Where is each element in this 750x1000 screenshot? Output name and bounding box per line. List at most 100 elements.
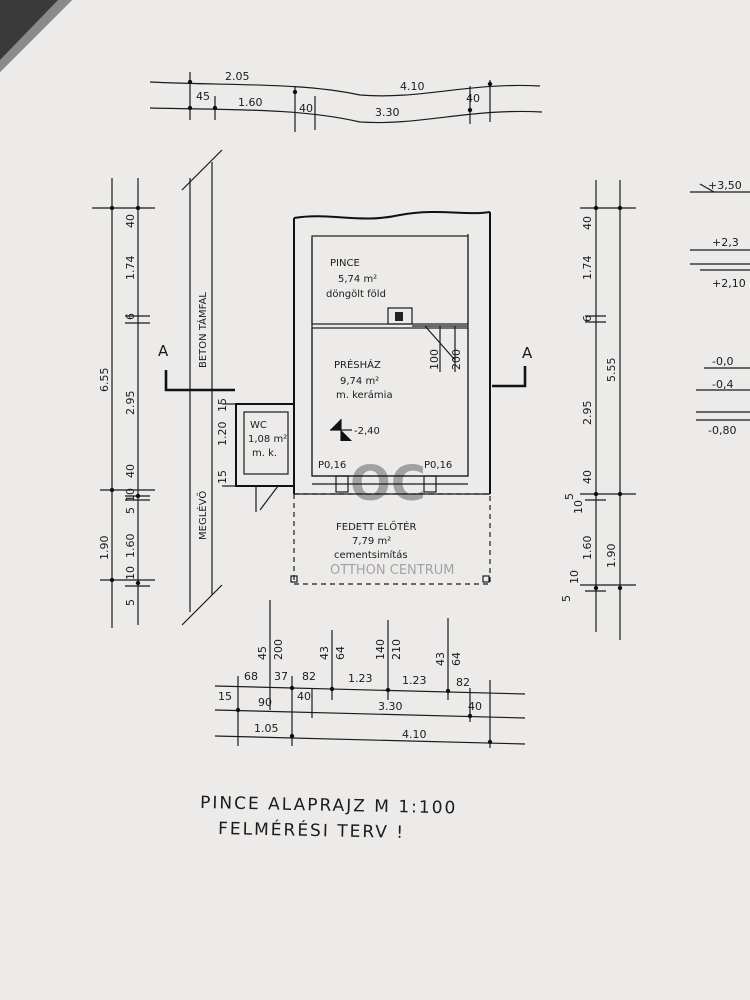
left-seg-1-60: 1.60 <box>124 534 137 559</box>
left-seg-40: 40 <box>124 214 137 228</box>
elevation-3: +2,10 <box>712 277 746 290</box>
wc-dim-1-20: 1.20 <box>216 422 229 447</box>
left-seg-6: 6 <box>124 313 137 320</box>
bottom-row1-68: 68 <box>244 670 258 683</box>
top-dim-3-30: 3.30 <box>375 106 400 119</box>
bottom-row3-1-05: 1.05 <box>254 722 279 735</box>
caption: PINCE ALAPRAJZ M 1:100 FELMÉRÉSI TERV ! <box>200 793 458 843</box>
eloter-floor: cementsimítás <box>334 549 408 561</box>
paper-shadow-edge <box>0 0 72 72</box>
right-seg-6: 6 <box>581 315 594 322</box>
section-a-right-label: A <box>522 344 533 362</box>
bottom-vdim-200: 200 <box>272 639 285 660</box>
top-dim-40-right: 40 <box>466 92 480 105</box>
right-seg-5b: 5 <box>560 595 573 602</box>
wc-dim-15b: 15 <box>216 470 229 484</box>
elevation-6: -0,80 <box>708 424 736 437</box>
elevation-marks: +3,50 +2,3 +2,10 -0,0 -0,4 -0,80 <box>690 179 750 437</box>
left-seg-5b: 5 <box>124 599 137 606</box>
bottom-row3-4-10: 4.10 <box>402 728 427 741</box>
beton-tamfal-label: BETON TÁMFAL <box>196 292 209 368</box>
bottom-dimension-chain: 45 200 43 64 140 210 43 64 68 37 82 1.23… <box>214 600 526 748</box>
bottom-row2-3-30: 3.30 <box>378 700 403 713</box>
bottom-row2-40a: 40 <box>297 690 311 703</box>
bottom-vdim-64a: 64 <box>334 646 347 660</box>
caption-title: PINCE ALAPRAJZ M 1:100 <box>200 793 458 818</box>
right-seg-1-60: 1.60 <box>581 536 594 561</box>
room-pince: PINCE 5,74 m² döngölt föld <box>311 235 469 325</box>
eloter-area: 7,79 m² <box>352 536 391 547</box>
elevation-2: +2,3 <box>712 236 739 249</box>
left-dim-1-90: 1.90 <box>98 536 111 561</box>
bottom-row1-1-23b: 1.23 <box>402 674 427 687</box>
bottom-row1-82b: 82 <box>456 676 470 689</box>
right-seg-10: 10 <box>572 500 585 514</box>
room-eloter: FEDETT ELŐTÉR 7,79 m² cementsimítás <box>290 493 491 585</box>
right-seg-40b: 40 <box>581 470 594 484</box>
wc-area: 1,08 m² <box>248 434 287 445</box>
level-value: -2,40 <box>354 426 380 437</box>
bottom-row2-15: 15 <box>218 690 232 703</box>
right-seg-5: 5 <box>563 493 576 500</box>
pillar-left-label: P0,16 <box>318 460 346 471</box>
elevation-5: -0,4 <box>712 378 733 391</box>
right-seg-10b: 10 <box>568 570 581 584</box>
left-seg-10b: 10 <box>124 566 137 580</box>
preshaz-area: 9,74 m² <box>340 376 379 387</box>
top-dim-45: 45 <box>196 90 210 103</box>
eloter-name: FEDETT ELŐTÉR <box>336 519 416 533</box>
left-seg-1-74: 1.74 <box>124 256 137 281</box>
pince-floor: döngölt föld <box>326 289 386 300</box>
top-dim-2-05: 2.05 <box>225 70 250 83</box>
top-dim-1-60: 1.60 <box>238 96 263 109</box>
left-dimension-chain: 6.55 1.90 40 1.74 6 2.95 40 10 5 1.60 10… <box>92 178 155 628</box>
preshaz-name: PRÉSHÁZ <box>334 358 381 371</box>
left-dim-6-55: 6.55 <box>98 368 111 393</box>
bottom-row1-37: 37 <box>274 670 288 683</box>
door-dim-100: 100 <box>428 349 441 370</box>
top-dim-4-10: 4.10 <box>400 80 425 93</box>
caption-subtitle: FELMÉRÉSI TERV ! <box>218 817 405 843</box>
pince-name: PINCE <box>330 258 360 269</box>
section-marker-right: A <box>492 344 533 388</box>
bottom-row1-1-23a: 1.23 <box>348 672 373 685</box>
pillar-right-label: P0,16 <box>424 460 452 471</box>
bottom-vdim-43a: 43 <box>318 646 331 660</box>
bottom-row2-40b: 40 <box>468 700 482 713</box>
wc-name: WC <box>250 420 267 431</box>
watermark-text: OTTHON CENTRUM <box>330 563 454 578</box>
section-marker-left: A <box>158 342 235 392</box>
top-dimension-chain: 2.05 4.10 45 1.60 40 3.30 40 <box>149 70 543 132</box>
section-a-left-label: A <box>158 342 169 360</box>
left-seg-10: 10 <box>124 488 137 502</box>
right-dimension-chain: 40 1.74 6 2.95 40 5 10 1.60 10 5 5.55 1.… <box>560 180 636 640</box>
bottom-vdim-210: 210 <box>390 639 403 660</box>
right-dim-5-55: 5.55 <box>605 358 618 383</box>
left-seg-2-95: 2.95 <box>124 391 137 416</box>
retaining-wall: BETON TÁMFAL MEGLÉVŐ <box>181 149 223 626</box>
room-wc: WC 1,08 m² m. k. 15 1.20 15 <box>216 398 295 512</box>
right-seg-40: 40 <box>581 216 594 230</box>
right-dim-1-90: 1.90 <box>605 544 618 569</box>
left-seg-5: 5 <box>124 507 137 514</box>
door-dim-200: 200 <box>450 349 463 370</box>
elevation-4: -0,0 <box>712 355 733 368</box>
room-preshaz: 100 200 PRÉSHÁZ 9,74 m² m. kerámia -2,40… <box>294 325 490 495</box>
top-dim-40-left: 40 <box>299 102 313 115</box>
bottom-vdim-45: 45 <box>256 646 269 660</box>
right-seg-1-74: 1.74 <box>581 256 594 281</box>
bottom-row1-82a: 82 <box>302 670 316 683</box>
level-marker: -2,40 <box>330 419 380 441</box>
right-seg-2-95: 2.95 <box>581 401 594 426</box>
wc-floor: m. k. <box>252 448 277 459</box>
wc-dim-15a: 15 <box>216 398 229 412</box>
left-seg-40b: 40 <box>124 464 137 478</box>
watermark-logo: OC <box>350 456 426 512</box>
watermark: OC OTTHON CENTRUM <box>330 456 454 578</box>
preshaz-floor: m. kerámia <box>336 389 393 401</box>
bottom-vdim-43b: 43 <box>434 652 447 666</box>
elevation-1: +3,50 <box>708 179 742 192</box>
bottom-vdim-140: 140 <box>374 639 387 660</box>
pince-area: 5,74 m² <box>338 274 377 285</box>
